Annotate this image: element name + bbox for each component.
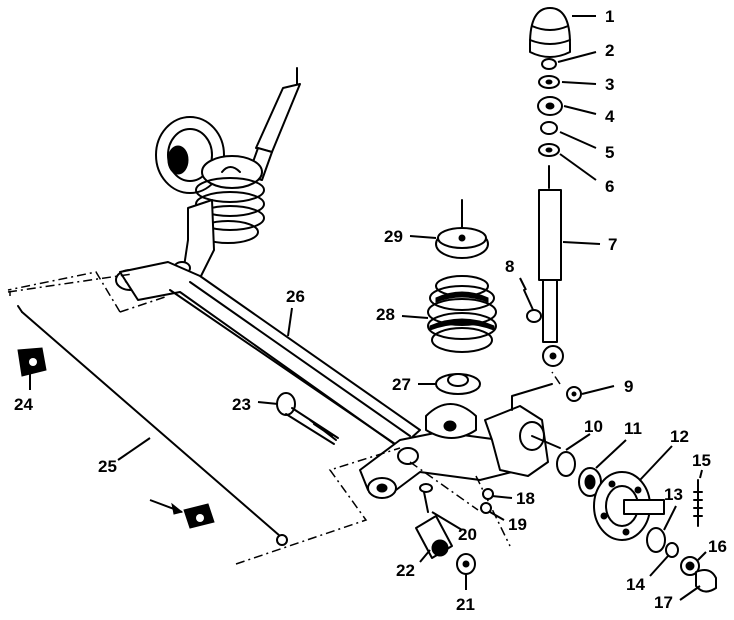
washers [480, 488, 494, 514]
callout-24: 24 [14, 395, 33, 414]
callout-11: 11 [624, 419, 642, 438]
stabilizer-bar [17, 305, 288, 546]
stabilizer-bush-right [149, 499, 215, 529]
callout-25: 25 [98, 457, 117, 476]
shock-mount-stack [537, 58, 563, 157]
callout-22: 22 [396, 561, 415, 580]
stabilizer-bush-left [17, 347, 47, 377]
callout-28: 28 [376, 305, 395, 324]
callout-13: 13 [664, 485, 683, 504]
bush [415, 515, 453, 559]
callout-5: 5 [605, 143, 614, 162]
axle-beam [119, 261, 521, 499]
callout-3: 3 [605, 75, 614, 94]
callout-9: 9 [624, 377, 633, 396]
shock-bolt [523, 289, 542, 323]
callout-26: 26 [286, 287, 305, 306]
callout-15: 15 [692, 451, 711, 470]
callout-18: 18 [516, 489, 535, 508]
upper-spring-seat [435, 199, 489, 259]
callout-16: 16 [708, 537, 727, 556]
leader-lines [29, 15, 707, 601]
long-bolt [276, 392, 339, 445]
shock-nut [566, 386, 582, 402]
callout-6: 6 [605, 177, 614, 196]
bump-stop [529, 7, 571, 58]
alignment-lines [7, 271, 561, 565]
callout-2: 2 [605, 41, 614, 60]
hub-parts [556, 451, 717, 593]
nut-lower [456, 553, 476, 575]
callout-10: 10 [584, 417, 603, 436]
callout-27: 27 [392, 375, 411, 394]
lower-spring-seat [425, 403, 477, 439]
callout-21: 21 [456, 595, 475, 614]
callout-12: 12 [670, 427, 689, 446]
callout-14: 14 [626, 575, 645, 594]
lower-spring-pad [435, 373, 481, 395]
callout-labels: 1 2 3 4 5 6 7 8 9 10 11 12 13 14 15 16 1… [14, 7, 727, 614]
callout-17: 17 [654, 593, 673, 612]
callout-20: 20 [458, 525, 477, 544]
assembled-suspension-view [115, 67, 301, 291]
stub-axle-carrier [484, 383, 561, 477]
callout-23: 23 [232, 395, 251, 414]
callout-4: 4 [605, 107, 615, 126]
short-bolt [419, 483, 433, 513]
callout-7: 7 [608, 235, 617, 254]
callout-1: 1 [605, 7, 614, 26]
callout-19: 19 [508, 515, 527, 534]
callout-8: 8 [505, 257, 514, 276]
shock-absorber [538, 165, 564, 367]
coil-spring [427, 275, 497, 353]
callout-29: 29 [384, 227, 403, 246]
